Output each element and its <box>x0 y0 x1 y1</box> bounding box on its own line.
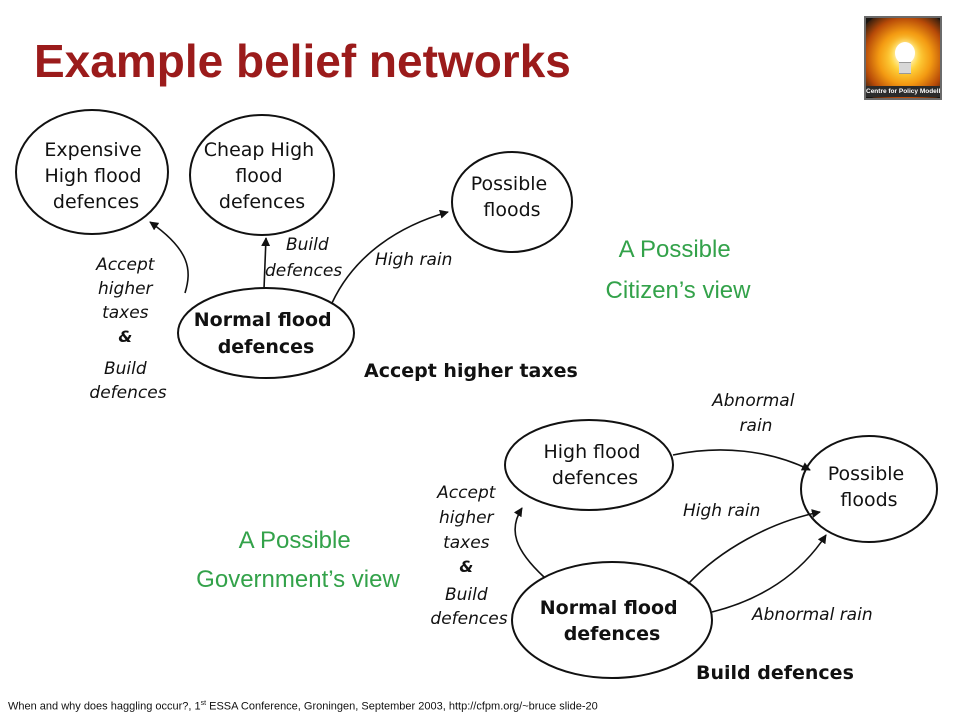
node-possible-floods <box>800 435 938 543</box>
node-label: Normal flood defences <box>194 309 339 358</box>
government-chosen-action: Build defences <box>696 662 854 684</box>
edge-label-line: Build <box>445 585 488 605</box>
cpm-logo: Centre for Policy Modelling <box>864 16 942 100</box>
node-label-line: flood <box>235 165 282 187</box>
footer-superscript: st <box>200 700 207 707</box>
node-normal-flood-defences <box>511 561 713 679</box>
view-label-line: Government’s view <box>196 566 400 593</box>
node-label-line: Normal flood <box>540 597 678 619</box>
edge-label-line: defences <box>265 261 342 281</box>
node-label-line: Normal flood <box>194 309 332 331</box>
lightbulb-icon <box>895 42 915 64</box>
node-label-line: High flood <box>543 441 640 463</box>
node-label-line: floods <box>840 489 897 511</box>
node-expensive-high-flood-defences <box>15 109 169 235</box>
edge-label-accept-taxes-build: Accept higher taxes & Build defences <box>430 483 507 629</box>
edge-label-high-rain: High rain <box>683 501 760 521</box>
node-label-line: defences <box>564 623 661 645</box>
node-label-line: defences <box>218 336 315 358</box>
edge-high-to-floods <box>672 449 811 471</box>
edge-normal-to-floods-upper <box>687 509 821 585</box>
citizen-view-label: A Possible Citizen’s view <box>606 236 752 304</box>
edge-normal-to-cheap <box>261 237 271 290</box>
edge-label-abnormal-rain: Abnormal rain <box>711 391 800 436</box>
citizen-network: Expensive High flood defences Cheap High… <box>15 109 752 403</box>
node-label-line: floods <box>483 199 540 221</box>
edge-normal-to-floods-lower <box>711 534 827 613</box>
node-label-line: defences <box>219 191 305 213</box>
footer-text-end: ESSA Conference, Groningen, September 20… <box>206 700 598 713</box>
view-label-line: A Possible <box>239 527 351 554</box>
edge-label-line: Abnormal <box>711 391 795 411</box>
edge-label-line: Build <box>286 235 329 255</box>
node-label: Cheap High flood defences <box>204 139 320 213</box>
lightbulb-base-icon <box>899 62 911 74</box>
node-label-line: defences <box>53 191 139 213</box>
node-cheap-high-flood-defences <box>189 114 335 236</box>
node-label-line: Possible <box>828 463 905 485</box>
edge-label-line: & <box>118 327 132 346</box>
edge-label-high-rain: High rain <box>375 250 452 270</box>
edge-label-line: higher <box>439 508 495 528</box>
government-view-label: A Possible Government’s view <box>196 527 400 593</box>
node-possible-floods <box>451 151 573 253</box>
node-label-line: Cheap High <box>204 139 314 161</box>
node-label-line: defences <box>552 467 638 489</box>
view-label-line: A Possible <box>619 236 731 263</box>
node-label: Possible floods <box>471 173 554 221</box>
edge-label-line: & <box>459 557 473 576</box>
edge-label-line: rain <box>740 416 773 436</box>
edge-label-build-defences: Build defences <box>265 235 342 281</box>
slide-title: Example belief networks <box>34 35 571 87</box>
node-high-flood-defences <box>504 419 674 511</box>
citizen-chosen-action: Accept higher taxes <box>364 360 578 382</box>
node-label: High flood defences <box>543 441 646 489</box>
edge-label-line: taxes <box>443 533 490 553</box>
edge-label-line: defences <box>89 383 166 403</box>
node-normal-flood-defences <box>177 287 355 379</box>
edge-label-line: taxes <box>102 303 149 323</box>
node-label: Normal flood defences <box>540 597 685 645</box>
edge-normal-to-floods <box>331 209 449 304</box>
edge-label-accept-taxes-build: Accept higher taxes & Build defences <box>89 255 166 403</box>
edge-label-line: Accept <box>95 255 156 275</box>
edge-label-line: Build <box>104 359 147 379</box>
footer-text-start: When and why does haggling occur?, 1 <box>8 700 201 713</box>
node-label: Expensive High flood defences <box>44 139 147 213</box>
edge-normal-to-expensive <box>149 221 189 294</box>
government-network: High flood defences Possible floods Norm… <box>196 391 938 684</box>
edge-label-line: defences <box>430 609 507 629</box>
node-label-line: Expensive <box>44 139 141 161</box>
node-label-line: Possible <box>471 173 548 195</box>
logo-caption: Centre for Policy Modelling <box>866 86 942 97</box>
view-label-line: Citizen’s view <box>606 277 752 304</box>
slide-footer: When and why does haggling occur?, 1st E… <box>8 700 598 713</box>
edge-label-abnormal-rain-lower: Abnormal rain <box>751 605 873 625</box>
edge-normal-to-high <box>513 507 545 578</box>
edge-label-line: higher <box>98 279 154 299</box>
node-label-line: High flood <box>44 165 141 187</box>
node-label: Possible floods <box>828 463 911 511</box>
edge-label-line: Accept <box>436 483 497 503</box>
